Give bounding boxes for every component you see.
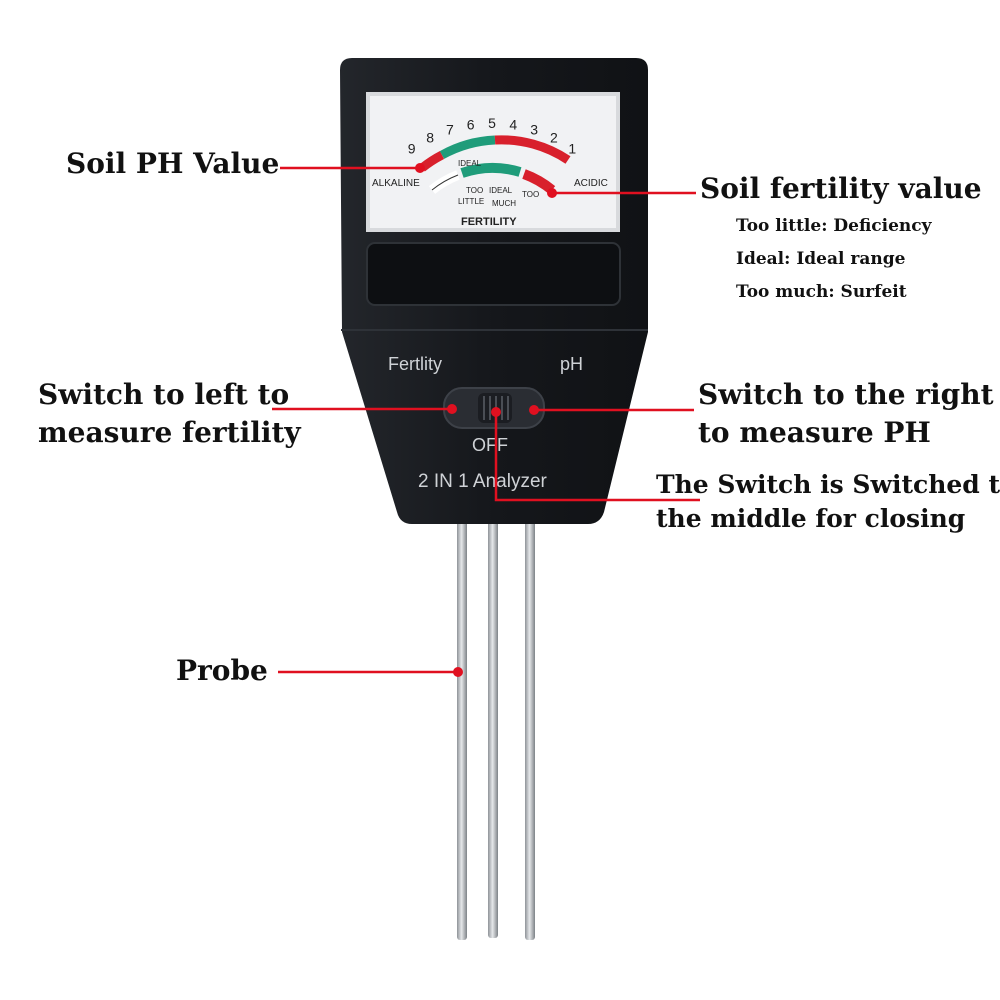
too-much-label-1: TOO bbox=[522, 190, 539, 199]
probe-right bbox=[525, 518, 535, 940]
ph-scale-arc-red-right bbox=[494, 135, 571, 164]
switch-off-line-2: the middle for closing bbox=[656, 504, 966, 533]
ph-number-1: 1 bbox=[568, 140, 576, 156]
legend-too-much: Too much: Surfeit bbox=[736, 282, 907, 302]
ph-number-3: 3 bbox=[530, 122, 538, 138]
callout-dots bbox=[415, 163, 557, 677]
too-little-label-1: TOO bbox=[466, 186, 483, 195]
too-little-label-2: LITTLE bbox=[458, 197, 484, 206]
switch-right-callout: Switch to the right to measure PH bbox=[698, 376, 994, 452]
ph-number-6: 6 bbox=[467, 117, 475, 133]
ph-scale-arc-green bbox=[439, 135, 496, 159]
label-panel bbox=[366, 242, 621, 306]
switch-off-line-1: The Switch is Switched to bbox=[656, 470, 1000, 499]
switch-right-line-1: Switch to the right bbox=[698, 378, 994, 411]
probe-middle bbox=[488, 518, 498, 938]
probe-left bbox=[457, 518, 467, 940]
fertility-legend: Too little: Deficiency Ideal: Ideal rang… bbox=[736, 210, 932, 309]
ph-number-2: 2 bbox=[550, 129, 558, 145]
ph-number-4: 4 bbox=[509, 117, 517, 133]
ideal-ph-label: IDEAL bbox=[458, 159, 482, 168]
switch-off-pointer bbox=[494, 412, 700, 502]
ph-number-5: 5 bbox=[488, 115, 496, 131]
callout-lines bbox=[272, 166, 700, 674]
alkaline-label: ALKALINE bbox=[372, 178, 420, 189]
fertility-label: FERTILITY bbox=[461, 216, 517, 228]
model-label: 2 IN 1 Analyzer bbox=[418, 471, 548, 492]
ph-switch-label: pH bbox=[560, 354, 583, 374]
fertility-switch-label: Fertlity bbox=[388, 354, 442, 374]
fertility-arc-green bbox=[460, 162, 522, 178]
too-much-label-2: MUCH bbox=[492, 199, 516, 208]
switch-left-line-1: Switch to left to bbox=[38, 378, 290, 411]
switch-off-callout: The Switch is Switched to the middle for… bbox=[656, 468, 1000, 536]
soil-ph-callout: Soil PH Value bbox=[66, 147, 280, 180]
switch-left-line-2: measure fertility bbox=[38, 416, 301, 449]
switch-left-callout: Switch to left to measure fertility bbox=[38, 376, 301, 452]
ph-number-7: 7 bbox=[446, 122, 454, 138]
switch-right-line-2: to measure PH bbox=[698, 416, 931, 449]
probe-callout: Probe bbox=[176, 654, 268, 687]
legend-too-little: Too little: Deficiency bbox=[736, 216, 932, 236]
probes bbox=[457, 518, 535, 940]
off-label: OFF bbox=[472, 435, 508, 455]
ph-number-9: 9 bbox=[408, 140, 416, 156]
acidic-label: ACIDIC bbox=[574, 178, 608, 189]
ideal-fertility-label: IDEAL bbox=[489, 186, 513, 195]
ph-number-8: 8 bbox=[426, 129, 434, 145]
legend-ideal: Ideal: Ideal range bbox=[736, 249, 906, 269]
soil-fertility-callout: Soil fertility value bbox=[700, 172, 982, 205]
